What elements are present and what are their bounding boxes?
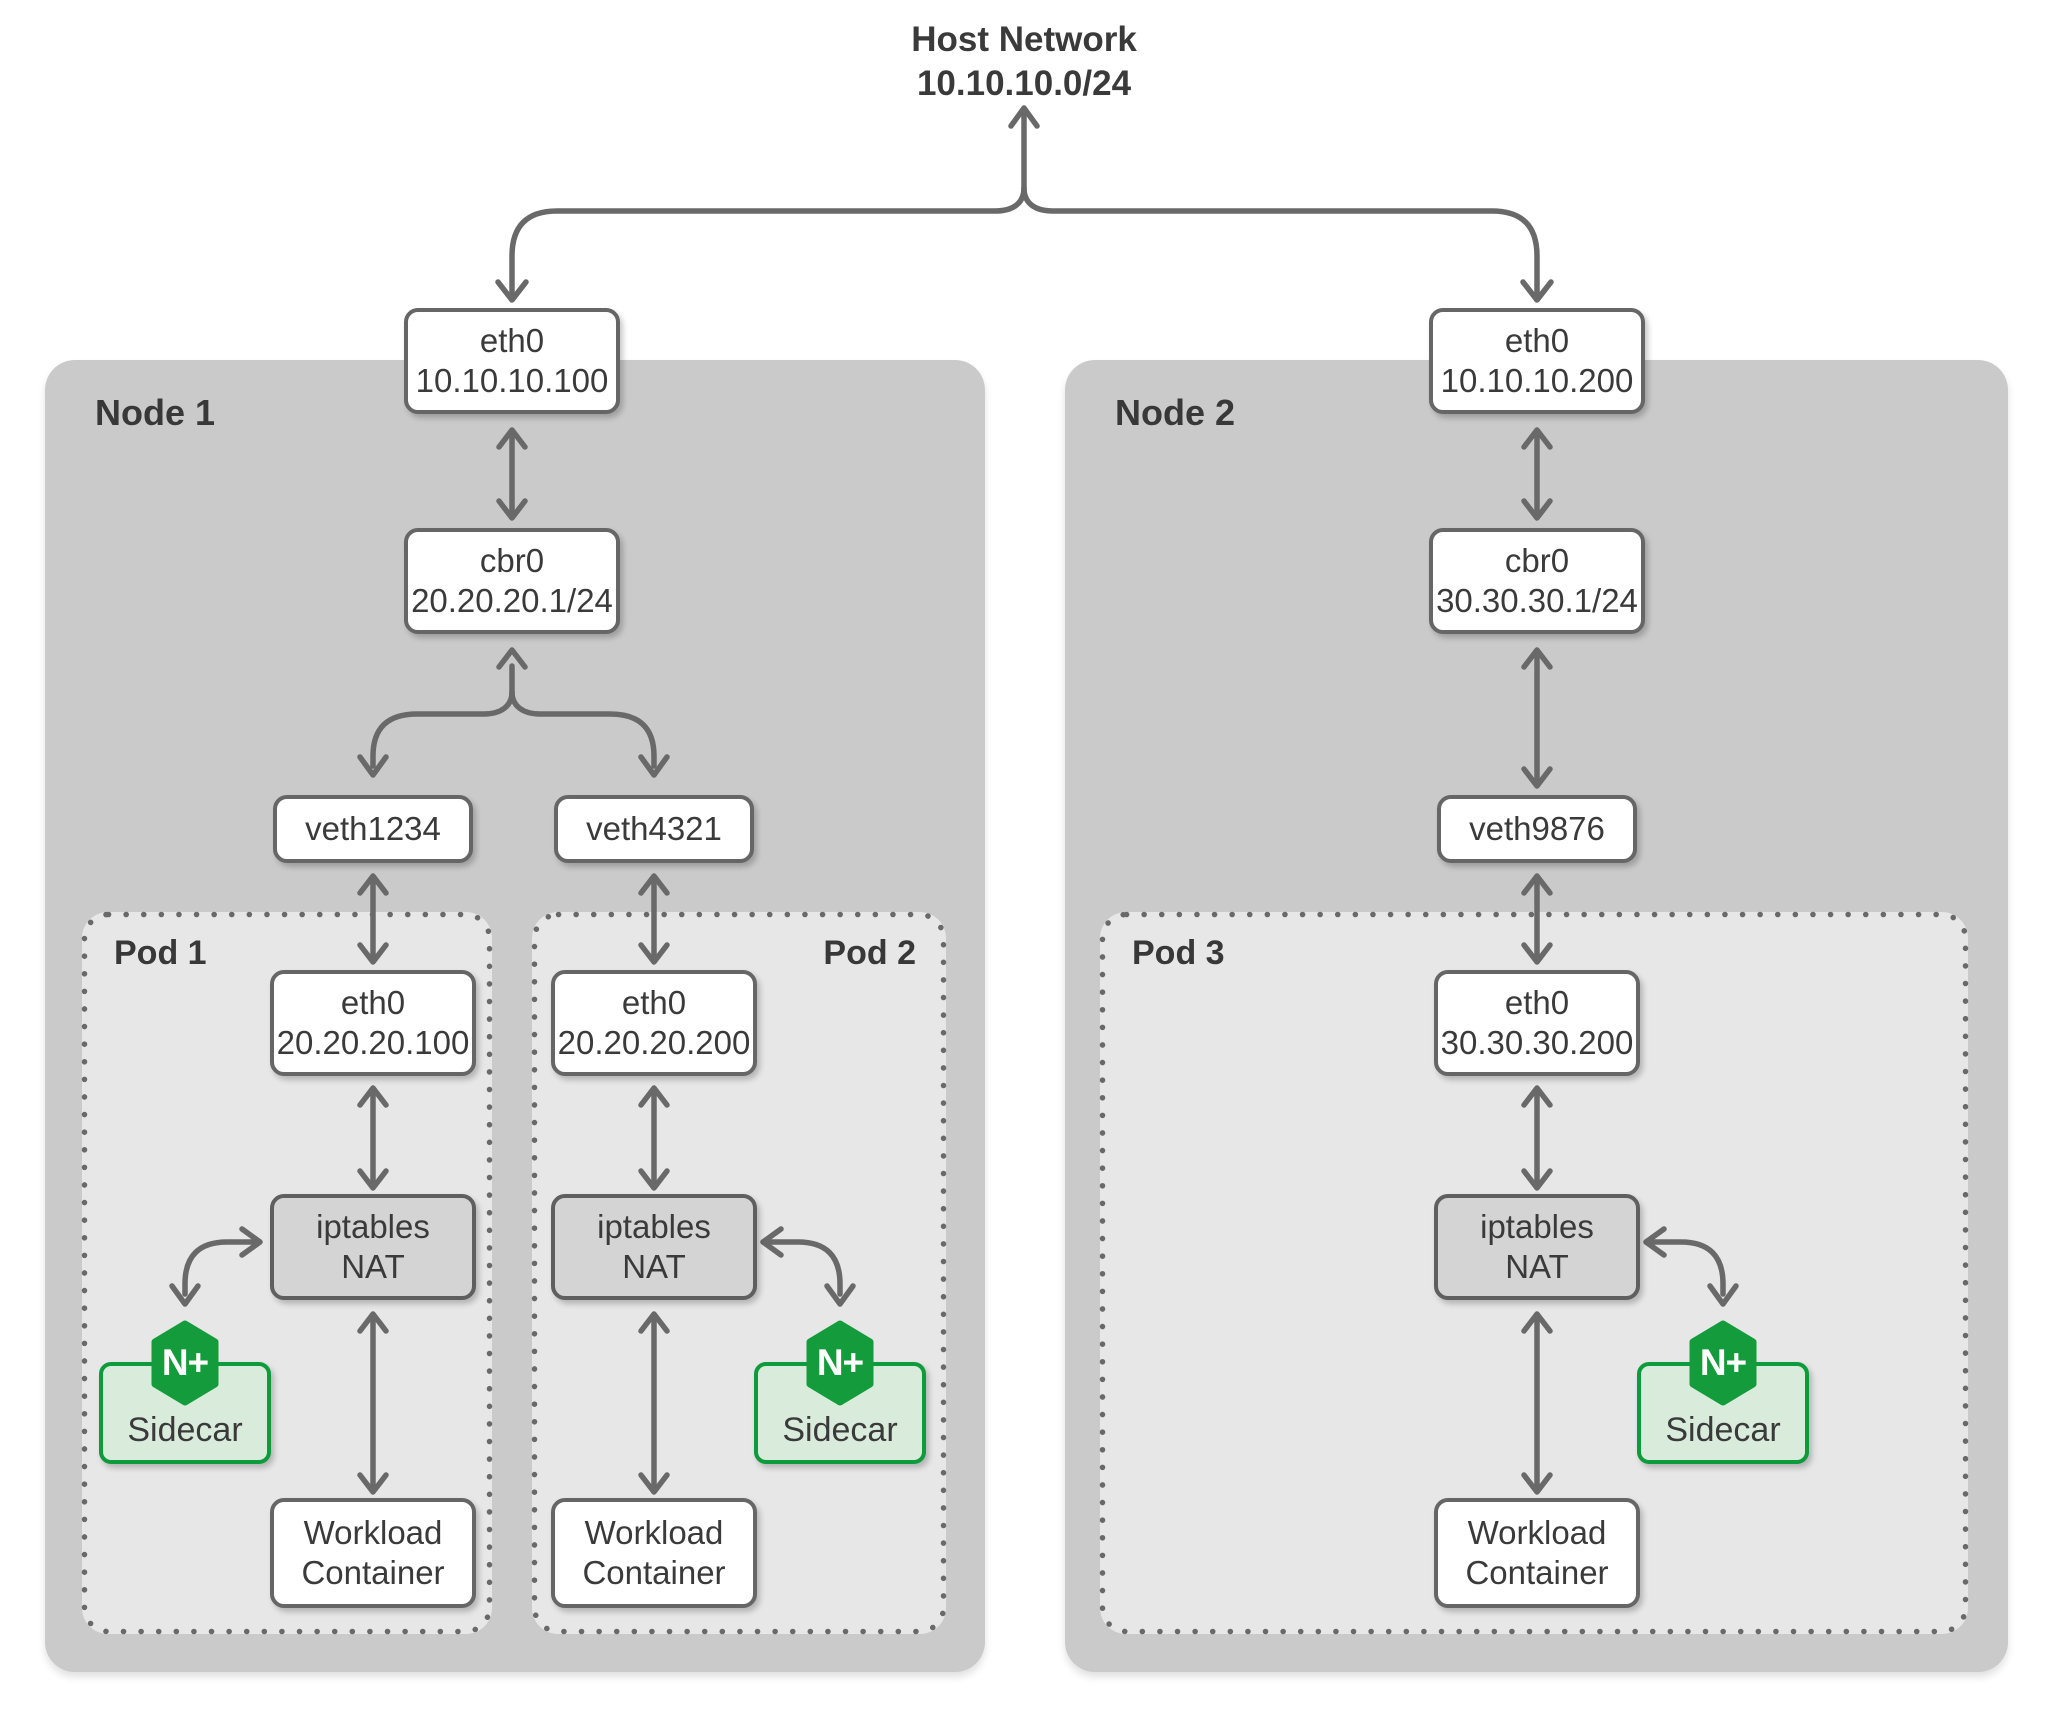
pod1-sidecar-label: Sidecar [127, 1411, 243, 1449]
node1-eth0-box: eth0 10.10.10.100 [404, 308, 620, 414]
node2-eth0-ip: 10.10.10.200 [1440, 362, 1634, 399]
pod2-eth0-ip: 20.20.20.200 [557, 1024, 751, 1061]
host-network-subnet: 10.10.10.0/24 [916, 64, 1132, 103]
pod1-iptables-nat-box: iptables NAT [270, 1194, 476, 1300]
nginx-plus-icon: N+ [1686, 1320, 1760, 1406]
node1-cbr0-name: cbr0 [479, 542, 545, 579]
host-network-title: Host Network 10.10.10.0/24 [724, 18, 1324, 106]
host-network-split-arrow [495, 105, 1554, 303]
pod1-workload-line2: Container [301, 1554, 445, 1591]
pod2-eth0-box: eth0 20.20.20.200 [551, 970, 757, 1076]
pod1-nat-line2: NAT [341, 1248, 405, 1285]
host-network-title-line1: Host Network [911, 20, 1137, 59]
pod2-nginx-badge: N+ [816, 1342, 864, 1383]
node1-eth0-ip: 10.10.10.100 [415, 362, 609, 399]
pod3-nat-line1: iptables [1480, 1208, 1594, 1245]
nginx-plus-icon: N+ [148, 1320, 222, 1406]
pod1-eth0-box: eth0 20.20.20.100 [270, 970, 476, 1076]
pod3-nat-line2: NAT [1505, 1248, 1569, 1285]
node1-label: Node 1 [95, 392, 216, 433]
pod2-nat-line2: NAT [622, 1248, 686, 1285]
pod1-nginx-badge: N+ [161, 1342, 209, 1383]
node2-cbr0-box: cbr0 30.30.30.1/24 [1429, 528, 1645, 634]
pod2-workload-box: Workload Container [551, 1498, 757, 1608]
veth9876-label: veth9876 [1469, 810, 1605, 847]
pod1-eth0-ip: 20.20.20.100 [276, 1024, 470, 1061]
pod3-label: Pod 3 [1132, 934, 1225, 972]
pod3-sidecar-label: Sidecar [1665, 1411, 1781, 1449]
pod2-sidecar-label: Sidecar [782, 1411, 898, 1449]
pod1-label: Pod 1 [114, 934, 207, 972]
node1-veth4321-box: veth4321 [554, 795, 754, 863]
node2-veth9876-box: veth9876 [1437, 795, 1637, 863]
pod3-eth0-box: eth0 30.30.30.200 [1434, 970, 1640, 1076]
pod3-eth0-ip: 30.30.30.200 [1440, 1024, 1634, 1061]
pod1-nat-line1: iptables [316, 1208, 430, 1245]
pod3-workload-line1: Workload [1467, 1514, 1607, 1551]
node2-eth0-box: eth0 10.10.10.200 [1429, 308, 1645, 414]
pod3-workload-box: Workload Container [1434, 1498, 1640, 1608]
node1-cbr0-ip: 20.20.20.1/24 [411, 582, 613, 619]
nginx-plus-icon: N+ [803, 1320, 877, 1406]
pod2-iptables-nat-box: iptables NAT [551, 1194, 757, 1300]
pod1-eth0-name: eth0 [340, 984, 406, 1021]
veth1234-label: veth1234 [305, 810, 441, 847]
node2-eth0-name: eth0 [1504, 322, 1570, 359]
pod2-nat-line1: iptables [597, 1208, 711, 1245]
pod3-nginx-badge: N+ [1699, 1342, 1747, 1383]
node2-label: Node 2 [1115, 392, 1236, 433]
pod3-iptables-nat-box: iptables NAT [1434, 1194, 1640, 1300]
node1-cbr0-box: cbr0 20.20.20.1/24 [404, 528, 620, 634]
pod3-eth0-name: eth0 [1504, 984, 1570, 1021]
node1-veth1234-box: veth1234 [273, 795, 473, 863]
pod1-workload-line1: Workload [303, 1514, 443, 1551]
node2-cbr0-ip: 30.30.30.1/24 [1436, 582, 1638, 619]
pod1-workload-box: Workload Container [270, 1498, 476, 1608]
pod2-eth0-name: eth0 [621, 984, 687, 1021]
node2-cbr0-name: cbr0 [1504, 542, 1570, 579]
pod3-workload-line2: Container [1465, 1554, 1609, 1591]
pod2-label: Pod 2 [823, 934, 916, 972]
pod2-workload-line2: Container [582, 1554, 726, 1591]
pod2-workload-line1: Workload [584, 1514, 724, 1551]
node1-eth0-name: eth0 [479, 322, 545, 359]
veth4321-label: veth4321 [586, 810, 722, 847]
